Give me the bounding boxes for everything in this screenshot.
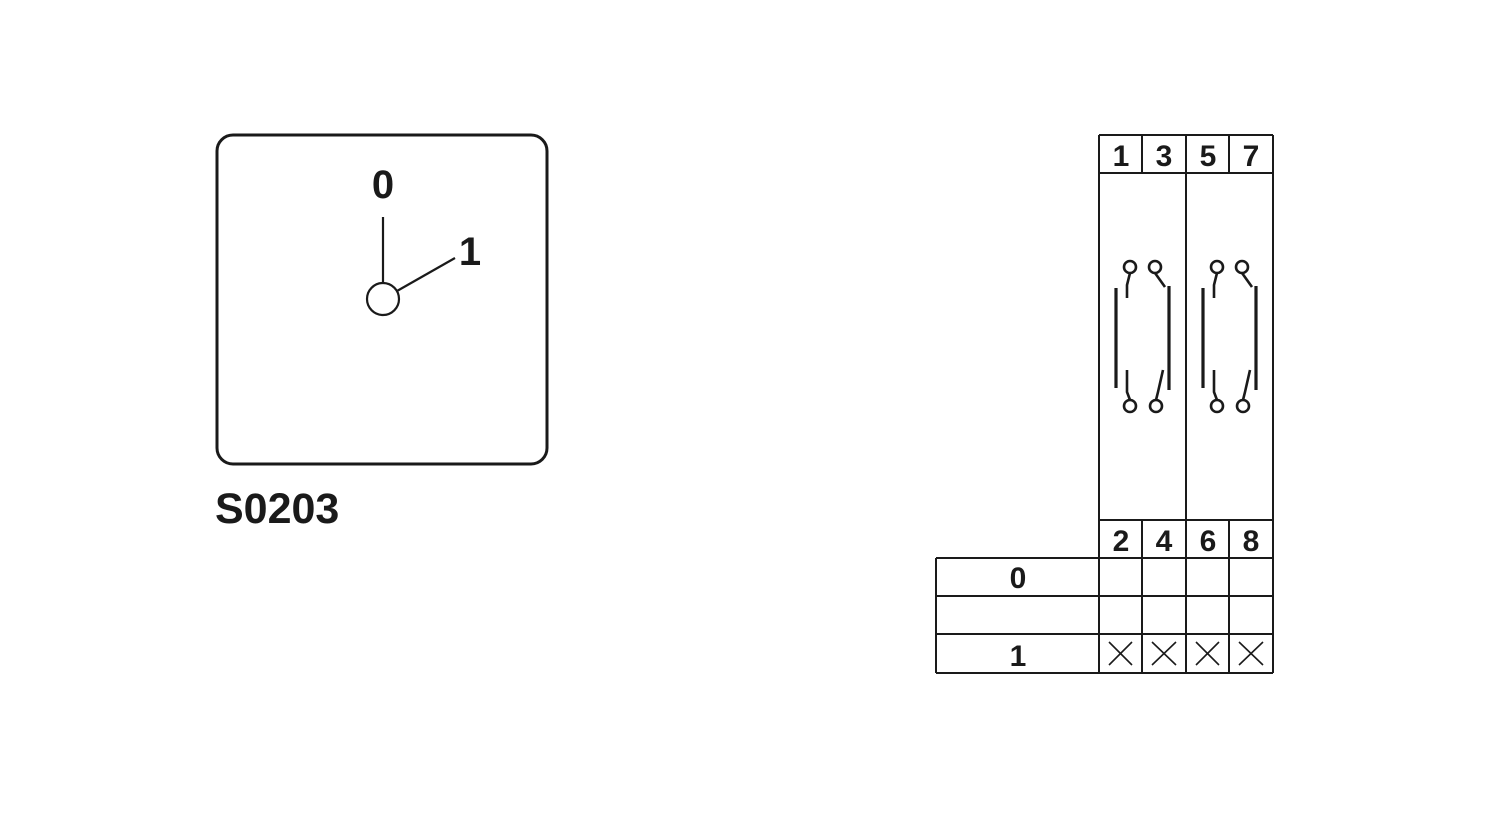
terminal-bottom-4: 8 <box>1243 525 1260 558</box>
terminal-top-1: 1 <box>1113 140 1130 173</box>
terminal-bottom-2: 4 <box>1156 525 1173 558</box>
dial-pointer-position-1 <box>396 257 456 292</box>
contact-closed-mark <box>1195 641 1220 666</box>
terminal-top-2: 3 <box>1156 140 1173 173</box>
terminal-bottom-1: 2 <box>1113 525 1130 558</box>
dial-position-label-right: 1 <box>459 230 481 274</box>
dial-knob <box>365 281 401 317</box>
contact-block: 1 3 5 7 2 4 6 8 <box>1098 134 1274 673</box>
contact-symbol-pair-1 <box>1114 259 1171 414</box>
contact-marks <box>1108 641 1264 666</box>
dial-position-label-top: 0 <box>372 163 394 207</box>
table-row-label-0: 0 <box>1010 562 1027 595</box>
terminal-top-3: 5 <box>1200 140 1217 173</box>
contact-closed-mark <box>1151 641 1177 666</box>
dial-frame <box>215 133 549 466</box>
contact-symbol-pair-2 <box>1201 259 1258 414</box>
switching-table: 0 1 <box>935 557 1273 674</box>
terminal-bottom-3: 6 <box>1200 525 1217 558</box>
terminal-top-4: 7 <box>1243 140 1260 173</box>
dial-plate: 0 1 <box>215 133 549 466</box>
contact-closed-mark <box>1238 641 1264 666</box>
contact-closed-mark <box>1108 641 1133 666</box>
model-number: S0203 <box>215 485 339 533</box>
table-row-label-2: 1 <box>1010 640 1027 673</box>
